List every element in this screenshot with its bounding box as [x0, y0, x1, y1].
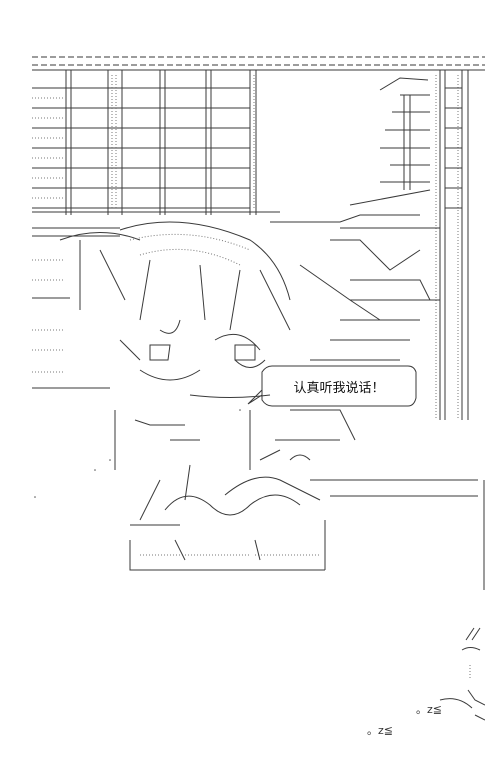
character-head: [59, 221, 440, 398]
character-body: [114, 409, 485, 590]
snore-sound-effect: 。z≦: [367, 724, 393, 737]
dots: [34, 409, 241, 498]
horizon: [32, 211, 440, 389]
top-border-lines: [32, 56, 485, 71]
sleeping-figure: [439, 627, 485, 721]
speech-bubble-outline: [247, 365, 417, 407]
staircase: [349, 77, 431, 206]
snore-sound-effect: 。z≦: [416, 703, 442, 716]
building-windows: [32, 70, 257, 215]
right-building: [435, 70, 469, 420]
speech-bubble-text: 认真听我说话！: [293, 380, 385, 396]
